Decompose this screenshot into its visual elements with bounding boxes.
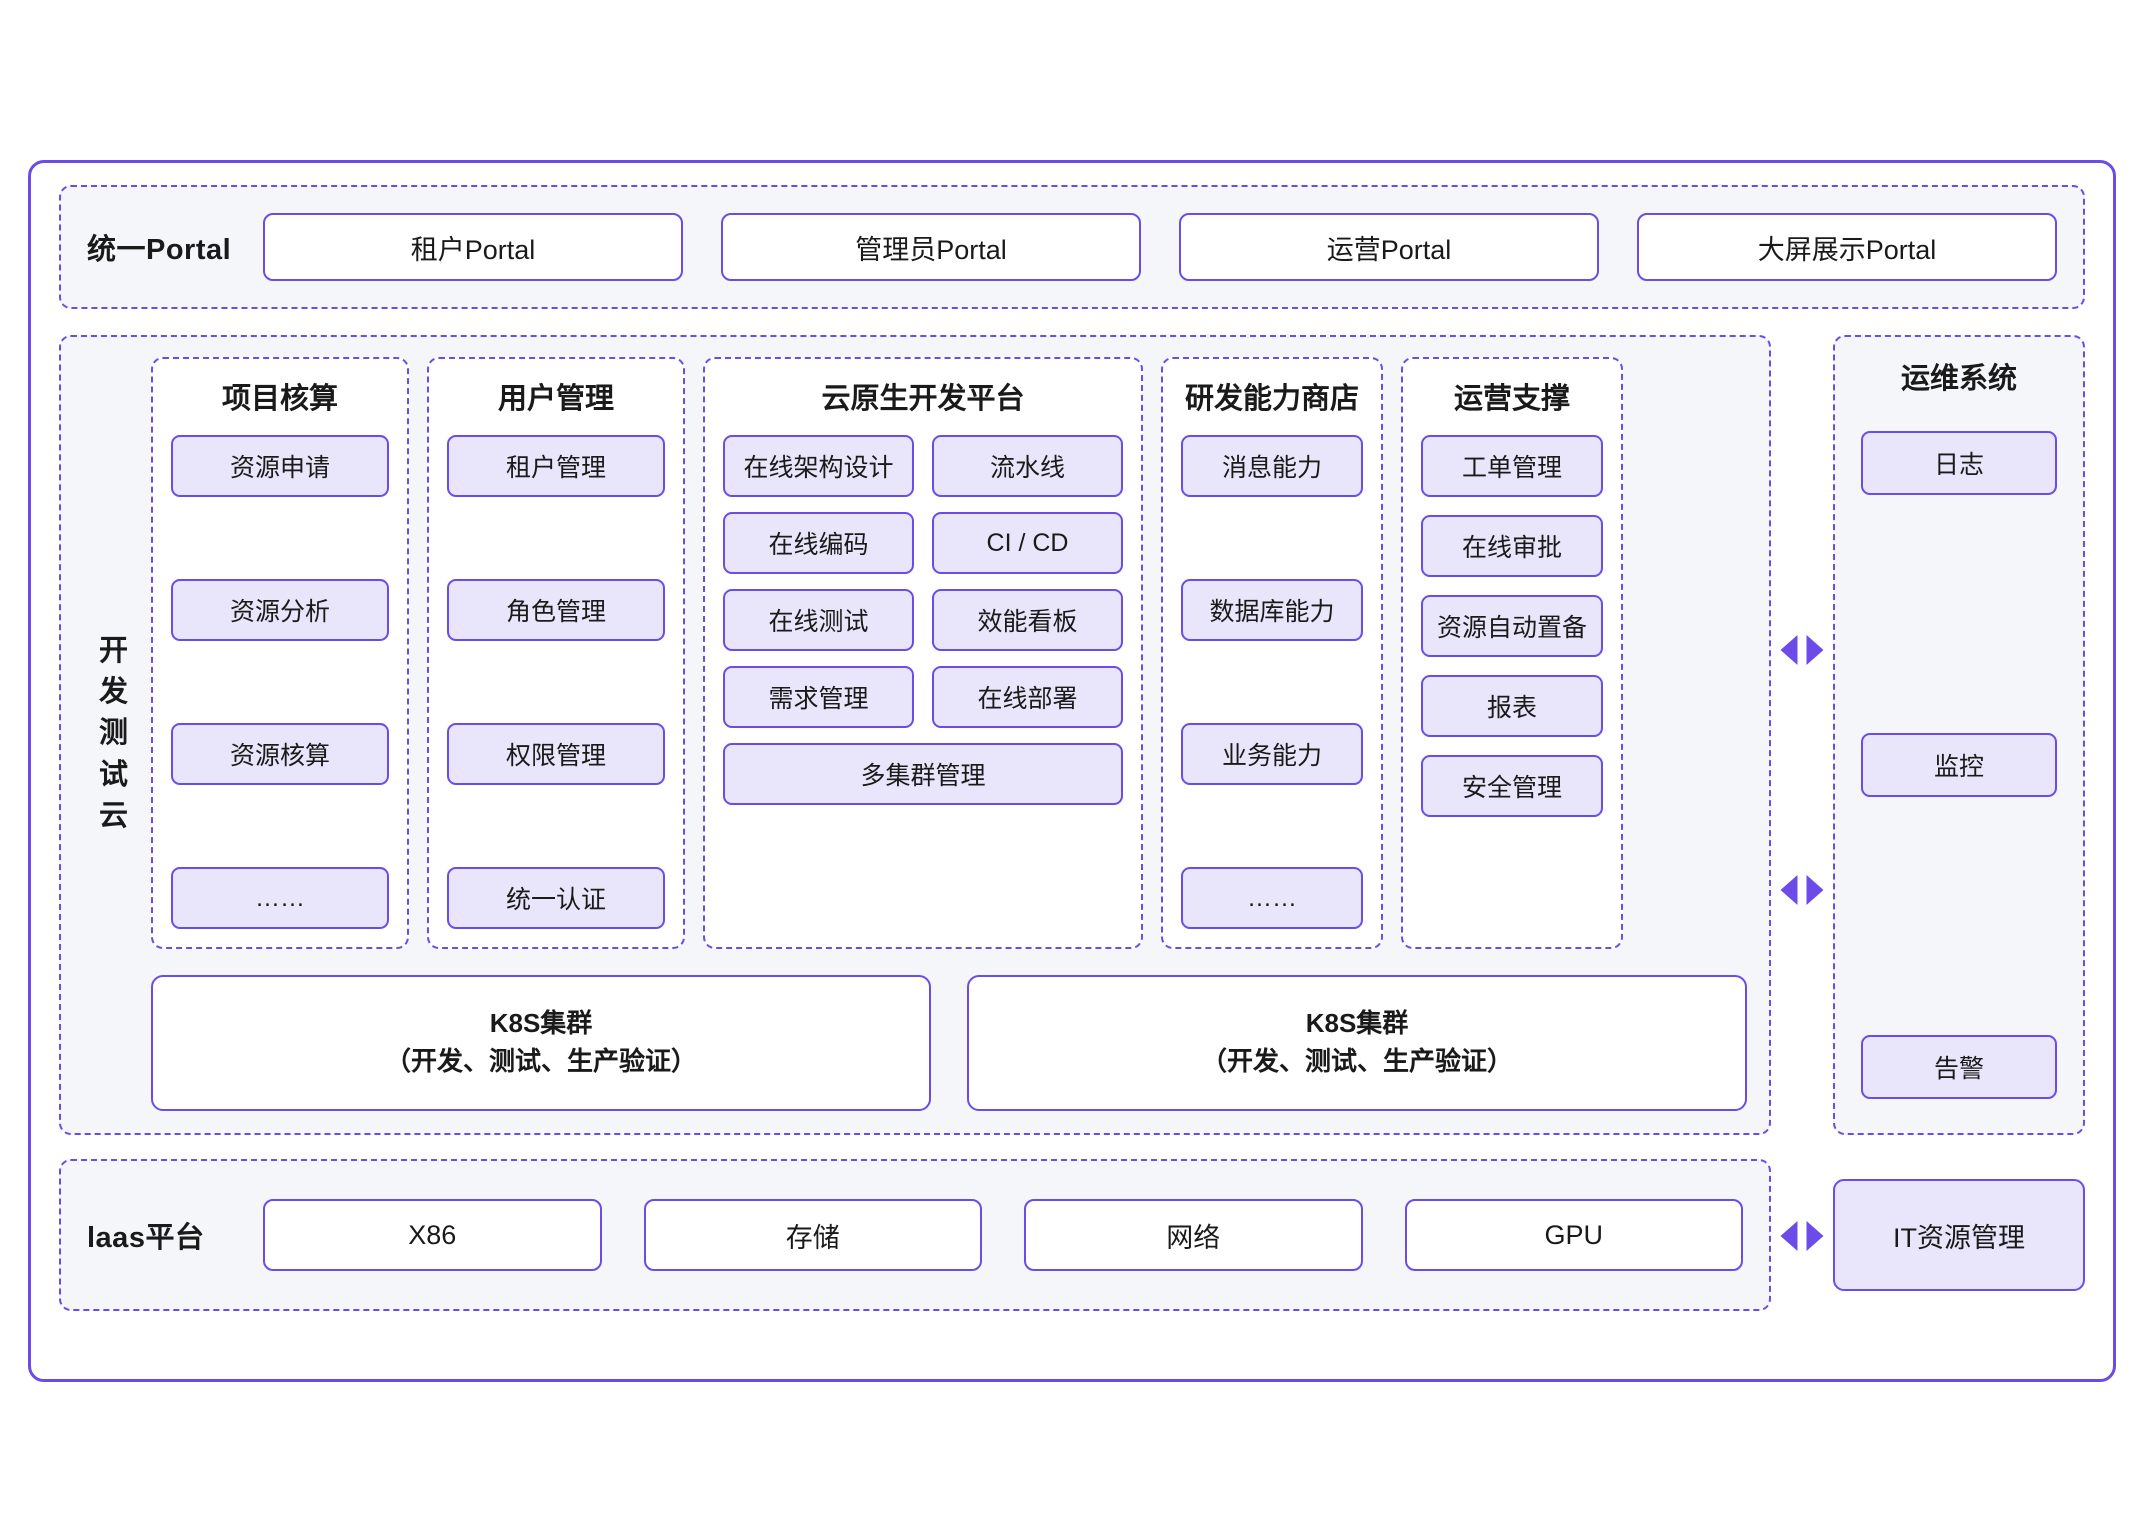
it-resource-wrapper: IT资源管理 [1833, 1159, 2085, 1311]
arrow-right-icon [1806, 1221, 1824, 1251]
devtest-cloud-section: 开 发 测 试 云 项目核算 资源申请 资源分析 资源核算 [59, 335, 1771, 1135]
chip-security-management[interactable]: 安全管理 [1421, 755, 1603, 817]
ops-system-chip-list: 日志 监控 告警 [1861, 431, 2057, 1109]
devtest-label-char: 发 [98, 676, 129, 709]
column-user-management: 用户管理 租户管理 角色管理 权限管理 统一认证 [427, 357, 685, 949]
arrow-right-icon [1806, 875, 1824, 905]
middle-band: 开 发 测 试 云 项目核算 资源申请 资源分析 资源核算 [59, 335, 2085, 1135]
chip-ci-cd[interactable]: CI / CD [932, 512, 1123, 574]
chip-multi-cluster-management[interactable]: 多集群管理 [723, 743, 1123, 805]
chip-online-approval[interactable]: 在线审批 [1421, 515, 1603, 577]
portal-box-operations[interactable]: 运营Portal [1179, 213, 1599, 281]
bidirectional-arrow-icon-bottom [1780, 875, 1824, 905]
portal-section: 统一Portal 租户Portal 管理员Portal 运营Portal 大屏展… [59, 185, 2085, 309]
column-project-accounting: 项目核算 资源申请 资源分析 资源核算 …… [151, 357, 409, 949]
chip-online-architecture-design[interactable]: 在线架构设计 [723, 435, 914, 497]
chip-pipeline[interactable]: 流水线 [932, 435, 1123, 497]
chip-monitoring[interactable]: 监控 [1861, 733, 2057, 797]
k8s-cluster-box-2[interactable]: K8S集群 （开发、测试、生产验证） [967, 975, 1747, 1111]
column-title: 研发能力商店 [1184, 383, 1359, 415]
chip-stack: 消息能力 数据库能力 业务能力 …… [1181, 435, 1363, 929]
column-title: 项目核算 [221, 383, 338, 415]
ops-system-section: 运维系统 日志 监控 告警 [1833, 335, 2085, 1135]
portal-box-bigscreen[interactable]: 大屏展示Portal [1637, 213, 2057, 281]
portal-section-label: 统一Portal [87, 234, 232, 266]
chip-auto-resource-provisioning[interactable]: 资源自动置备 [1421, 595, 1603, 657]
chip-reports[interactable]: 报表 [1421, 675, 1603, 737]
chip-online-coding[interactable]: 在线编码 [723, 512, 914, 574]
column-title: 用户管理 [497, 383, 614, 415]
arrow-left-icon [1780, 1221, 1798, 1251]
bidirectional-arrow-icon-top [1780, 635, 1824, 665]
devtest-cloud-content: 项目核算 资源申请 资源分析 资源核算 …… 用户管理 租户管理 [151, 357, 1747, 1111]
k8s-cluster-title: K8S集群 [489, 1008, 593, 1039]
chip-stack: 租户管理 角色管理 权限管理 统一认证 [447, 435, 665, 929]
chip-efficiency-dashboard[interactable]: 效能看板 [932, 589, 1123, 651]
iaas-platform-section: laas平台 X86 存储 网络 GPU [59, 1159, 1771, 1311]
arrow-right-icon [1806, 635, 1824, 665]
chip-resource-accounting[interactable]: 资源核算 [171, 723, 389, 785]
chip-stack: 工单管理 在线审批 资源自动置备 报表 安全管理 [1421, 435, 1603, 929]
ops-system-title: 运维系统 [1900, 363, 2017, 395]
chip-role-management[interactable]: 角色管理 [447, 579, 665, 641]
chip-alerts[interactable]: 告警 [1861, 1035, 2057, 1099]
chip-database-capability[interactable]: 数据库能力 [1181, 579, 1363, 641]
chip-more[interactable]: …… [171, 867, 389, 929]
iaas-box-x86[interactable]: X86 [263, 1199, 602, 1271]
chip-message-capability[interactable]: 消息能力 [1181, 435, 1363, 497]
devtest-label-char: 试 [98, 758, 129, 791]
chip-unified-auth[interactable]: 统一认证 [447, 867, 665, 929]
iaas-band: laas平台 X86 存储 网络 GPU IT资源管理 [59, 1159, 2085, 1311]
chip-online-deployment[interactable]: 在线部署 [932, 666, 1123, 728]
capability-columns: 项目核算 资源申请 资源分析 资源核算 …… 用户管理 租户管理 [151, 357, 1747, 949]
it-resource-management-box[interactable]: IT资源管理 [1833, 1179, 2085, 1291]
devtest-ops-arrow-gutter [1771, 335, 1833, 1135]
bidirectional-arrow-icon-iaas [1780, 1221, 1824, 1251]
arrow-left-icon [1780, 635, 1798, 665]
devtest-label-char: 开 [98, 635, 129, 668]
chip-tenant-management[interactable]: 租户管理 [447, 435, 665, 497]
arrow-left-icon [1780, 875, 1798, 905]
iaas-box-network[interactable]: 网络 [1024, 1199, 1363, 1271]
portal-box-admin[interactable]: 管理员Portal [721, 213, 1141, 281]
chip-resource-request[interactable]: 资源申请 [171, 435, 389, 497]
chip-grid: 在线架构设计 流水线 在线编码 CI / CD 在线测试 效能看板 需求管理 在… [723, 435, 1123, 929]
chip-stack: 资源申请 资源分析 资源核算 …… [171, 435, 389, 929]
chip-permission-management[interactable]: 权限管理 [447, 723, 665, 785]
architecture-diagram: 统一Portal 租户Portal 管理员Portal 运营Portal 大屏展… [28, 160, 2116, 1382]
chip-requirements-management[interactable]: 需求管理 [723, 666, 914, 728]
iaas-platform-label: laas平台 [87, 1222, 205, 1254]
chip-business-capability[interactable]: 业务能力 [1181, 723, 1363, 785]
k8s-cluster-title: K8S集群 [1305, 1008, 1409, 1039]
column-rd-capability-store: 研发能力商店 消息能力 数据库能力 业务能力 …… [1161, 357, 1383, 949]
iaas-box-storage[interactable]: 存储 [643, 1199, 982, 1271]
k8s-cluster-row: K8S集群 （开发、测试、生产验证） K8S集群 （开发、测试、生产验证） [151, 975, 1747, 1111]
column-operations-support: 运营支撑 工单管理 在线审批 资源自动置备 报表 安全管理 [1401, 357, 1623, 949]
devtest-label-char: 测 [98, 717, 129, 750]
k8s-cluster-subtitle: （开发、测试、生产验证） [384, 1046, 697, 1076]
devtest-cloud-label: 开 发 测 试 云 [77, 357, 151, 1111]
chip-logs[interactable]: 日志 [1861, 431, 2057, 495]
chip-more[interactable]: …… [1181, 867, 1363, 929]
chip-work-order-management[interactable]: 工单管理 [1421, 435, 1603, 497]
k8s-cluster-subtitle: （开发、测试、生产验证） [1200, 1046, 1513, 1076]
column-title: 运营支撑 [1453, 383, 1570, 415]
column-cloud-native-platform: 云原生开发平台 在线架构设计 流水线 在线编码 CI / CD 在线测试 效能看… [703, 357, 1143, 949]
portal-box-tenant[interactable]: 租户Portal [263, 213, 683, 281]
iaas-box-list: X86 存储 网络 GPU [263, 1199, 1743, 1271]
devtest-label-char: 云 [98, 799, 129, 832]
iaas-box-gpu[interactable]: GPU [1404, 1199, 1743, 1271]
k8s-cluster-box-1[interactable]: K8S集群 （开发、测试、生产验证） [151, 975, 931, 1111]
iaas-it-resource-arrow-gutter [1771, 1159, 1833, 1311]
column-title: 云原生开发平台 [821, 383, 1025, 415]
chip-resource-analysis[interactable]: 资源分析 [171, 579, 389, 641]
portal-box-list: 租户Portal 管理员Portal 运营Portal 大屏展示Portal [263, 213, 2057, 281]
devtest-cloud-label-text: 开 发 测 试 云 [99, 631, 129, 837]
chip-online-testing[interactable]: 在线测试 [723, 589, 914, 651]
